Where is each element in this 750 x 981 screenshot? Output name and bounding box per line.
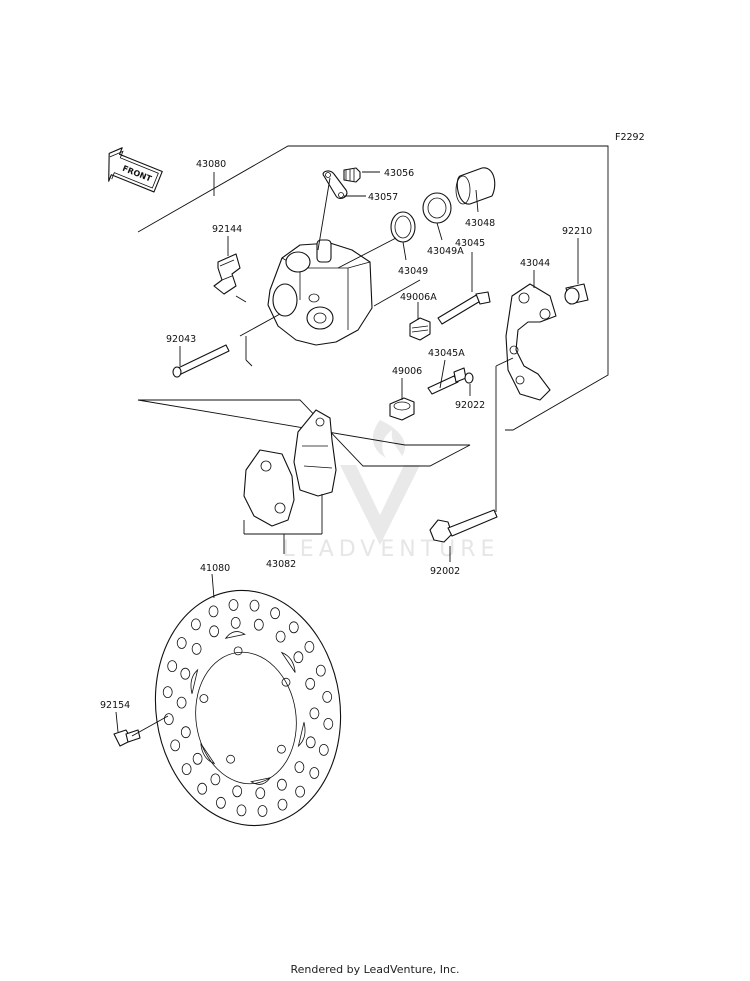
disc-mount-hole <box>199 694 209 703</box>
disc-slot <box>190 668 199 694</box>
brake-pad-set <box>243 409 337 527</box>
label-92002: 92002 <box>430 566 460 577</box>
disc-slot <box>280 651 296 673</box>
label-92144: 92144 <box>212 224 242 235</box>
label-92043: 92043 <box>166 334 196 345</box>
disc-hole <box>236 804 247 817</box>
disc-hole <box>253 618 264 631</box>
leader-lines <box>115 171 579 737</box>
dust-seal <box>422 192 452 224</box>
label-43044: 43044 <box>520 258 550 269</box>
label-43049A: 43049A <box>427 246 464 257</box>
disc-hole <box>257 805 268 817</box>
label-43048: 43048 <box>465 218 495 229</box>
disc-hole <box>270 607 281 620</box>
disc-hole <box>163 713 174 725</box>
slide-pin <box>437 291 491 325</box>
disc-hole <box>293 651 304 664</box>
disc-hole <box>181 763 192 775</box>
disc-hole <box>167 660 178 672</box>
disc-mount-hole <box>233 646 243 656</box>
diagram-code: F2292 <box>615 132 645 143</box>
disc-hole <box>180 667 191 680</box>
disc-hole <box>305 736 316 749</box>
caliper-body <box>267 239 373 346</box>
caliper-assembly-outline <box>137 145 609 467</box>
disc-hole <box>255 787 266 799</box>
disc-hole <box>209 625 220 638</box>
disc-mount-hole <box>226 754 236 764</box>
disc-hole <box>190 618 201 631</box>
pad-pin <box>172 344 230 378</box>
disc-hole <box>315 664 326 677</box>
disc-hole <box>228 599 239 611</box>
disc-hole <box>230 617 241 629</box>
disc-hole <box>232 785 243 798</box>
label-92022: 92022 <box>455 400 485 411</box>
disc-hole <box>208 605 219 618</box>
disc-hole <box>276 778 287 791</box>
disc-hole <box>215 796 226 809</box>
disc-hole <box>275 630 286 643</box>
collar <box>564 283 589 305</box>
disc-hole <box>176 696 187 709</box>
slide-pin-boot <box>409 317 431 341</box>
caliper-piston <box>455 167 496 205</box>
label-92210: 92210 <box>562 226 592 237</box>
disc-hole <box>294 761 305 773</box>
label-49006A: 49006A <box>400 292 437 303</box>
disc-hole <box>295 785 306 798</box>
label-43056: 43056 <box>384 168 414 179</box>
disc-hole <box>197 782 208 795</box>
disc-mount-hole <box>276 744 286 754</box>
watermark-text: LEADVENTURE <box>283 537 500 562</box>
label-43049: 43049 <box>398 266 428 277</box>
boot <box>389 397 415 421</box>
pad-spring <box>213 253 241 295</box>
disc-hole <box>309 767 320 779</box>
disc-hole <box>309 707 320 720</box>
disc-bolt <box>113 729 141 747</box>
disc-hole <box>288 621 299 634</box>
label-41080: 41080 <box>200 563 230 574</box>
caliper-link-plate <box>322 170 348 199</box>
disc-hole <box>277 798 288 811</box>
disc-hole <box>305 677 316 690</box>
label-43080: 43080 <box>196 159 226 170</box>
label-43057: 43057 <box>368 192 398 203</box>
disc-hole <box>176 637 187 649</box>
disc-slot <box>250 777 272 785</box>
label-43082: 43082 <box>266 559 296 570</box>
label-43045A: 43045A <box>428 348 465 359</box>
disc-slot <box>200 743 216 765</box>
slide-pin-short <box>427 367 467 395</box>
part-labels: 43080 43056 43057 43048 43049A 43049 921… <box>100 159 592 711</box>
disc-hole <box>304 641 315 653</box>
disc-hole <box>210 773 221 786</box>
disc-hole <box>318 744 329 756</box>
caliper-bracket <box>505 283 557 401</box>
disc-hole <box>192 752 203 765</box>
disc-hole <box>323 718 334 730</box>
caliper-mount-bolt <box>429 509 498 543</box>
brake-disc <box>154 589 342 827</box>
disc-hole <box>170 739 181 752</box>
disc-hole <box>322 691 333 703</box>
label-92154: 92154 <box>100 700 130 711</box>
bleeder-valve <box>343 167 361 183</box>
front-arrow-icon <box>108 147 163 193</box>
disc-hole <box>191 643 202 655</box>
o-ring <box>464 372 474 384</box>
disc-slot <box>224 631 246 639</box>
watermark-logo <box>340 420 420 545</box>
disc-mount-hole <box>281 677 291 687</box>
disc-hole <box>162 686 173 698</box>
label-43045: 43045 <box>455 238 485 249</box>
label-49006: 49006 <box>392 366 422 377</box>
disc-hole <box>180 726 191 739</box>
disc-slot <box>297 722 306 748</box>
footer-credit: Rendered by LeadVenture, Inc. <box>290 963 460 976</box>
disc-hole <box>249 599 260 612</box>
